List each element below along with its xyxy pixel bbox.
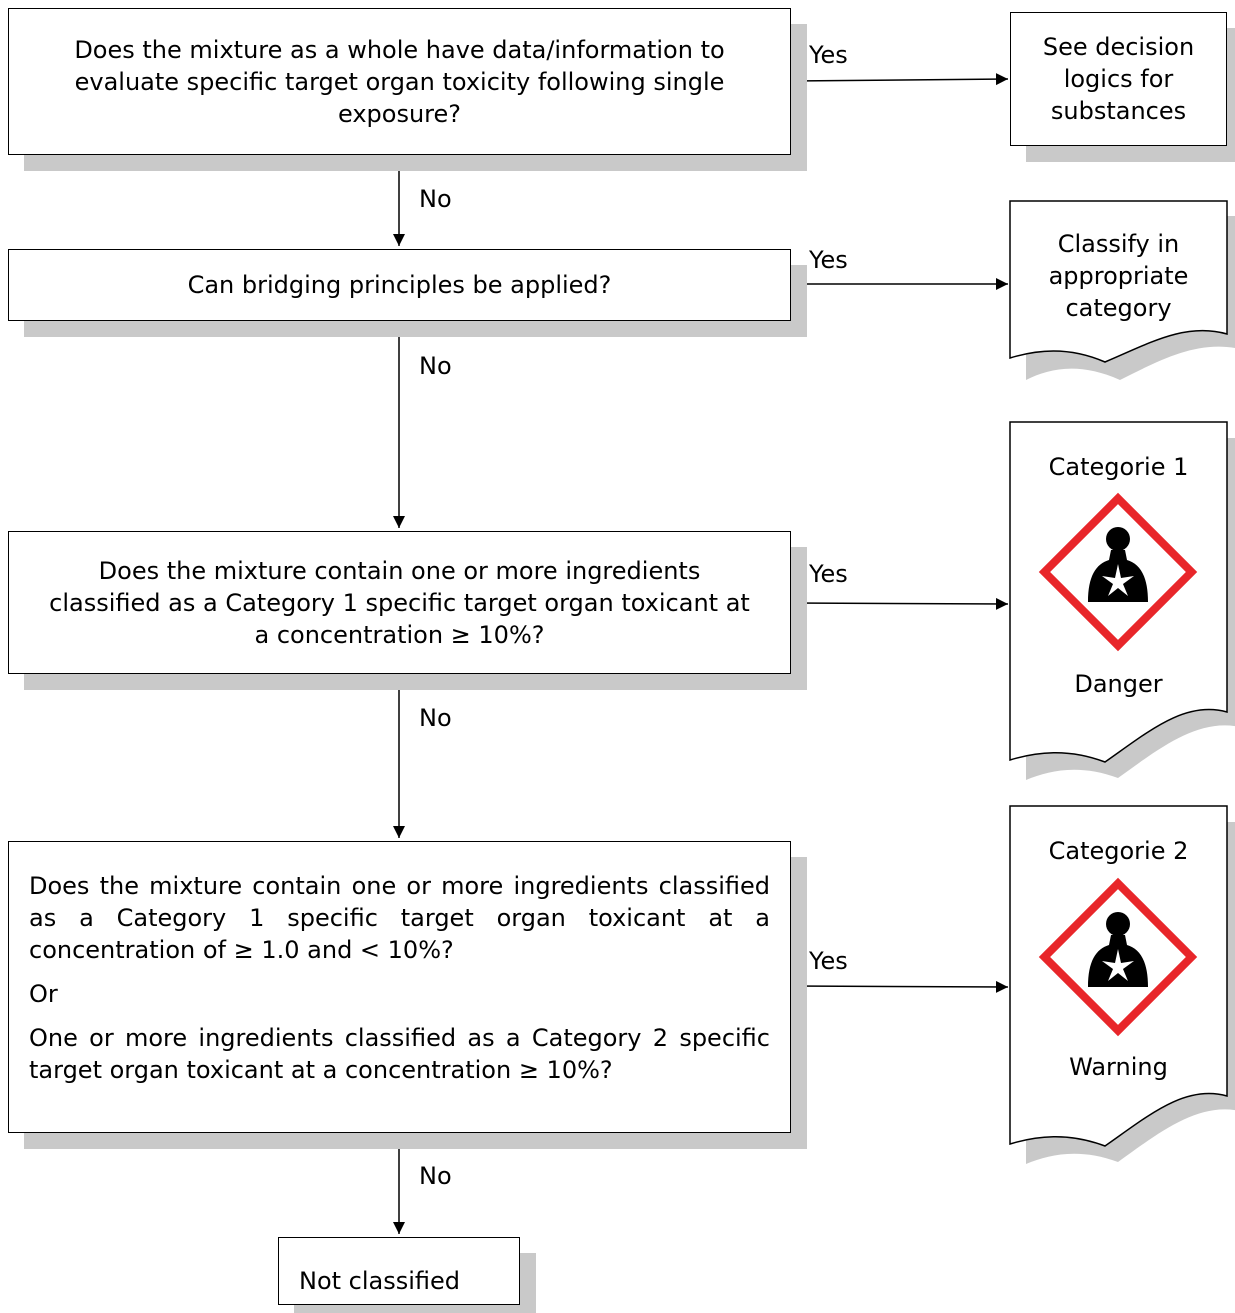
outcome-1-box: See decision logics for substances: [1010, 12, 1227, 146]
outcome-1-line-1: See decision: [1042, 33, 1195, 61]
outcome-2-line-1: Classify in: [1057, 230, 1180, 258]
question-1-text: Does the mixture as a whole have data/in…: [74, 35, 725, 128]
arrow-q4-o4: [790, 980, 1009, 993]
no-label-2: No: [419, 352, 452, 380]
outcome-3-category: Categorie 1: [1048, 453, 1189, 481]
health-hazard-icon: [1038, 877, 1198, 1037]
not-classified-box: Not classified: [278, 1237, 520, 1305]
health-hazard-icon: [1038, 492, 1198, 652]
outcome-4-signal: Warning: [1069, 1053, 1168, 1081]
arrow-q3-o3: [790, 597, 1009, 610]
outcome-2-line-2: appropriate: [1048, 262, 1189, 290]
outcome-4-category: Categorie 2: [1048, 837, 1189, 865]
question-4-part-1: Does the mixture contain one or more ing…: [29, 872, 770, 964]
yes-label-2: Yes: [809, 246, 848, 274]
question-3-text: Does the mixture contain one or more ing…: [49, 556, 750, 649]
o2-doc-shape: [1009, 200, 1228, 363]
yes-label-3: Yes: [809, 560, 848, 588]
no-label-1: No: [419, 185, 452, 213]
question-4-box: Does the mixture contain one or more ing…: [8, 841, 791, 1133]
yes-label-4: Yes: [809, 947, 848, 975]
yes-label-1: Yes: [809, 41, 848, 69]
not-classified-text: Not classified: [299, 1267, 461, 1295]
question-4-part-2: One or more ingredients classified as a …: [29, 1024, 770, 1084]
question-1-box: Does the mixture as a whole have data/in…: [8, 8, 791, 155]
outcome-1-line-3: substances: [1050, 97, 1187, 125]
outcome-3-signal: Danger: [1074, 670, 1163, 698]
question-2-box: Can bridging principles be applied?: [8, 249, 791, 321]
question-3-box: Does the mixture contain one or more ing…: [8, 531, 791, 674]
outcome-2-text: Classify in appropriate category: [1010, 228, 1227, 324]
outcome-1-line-2: logics for: [1063, 65, 1174, 93]
question-2-text: Can bridging principles be applied?: [187, 271, 612, 299]
arrow-q1-o1: [790, 73, 1009, 86]
question-4-or: Or: [29, 980, 58, 1008]
no-label-3: No: [419, 704, 452, 732]
no-label-4: No: [419, 1162, 452, 1190]
outcome-2-line-3: category: [1065, 294, 1172, 322]
